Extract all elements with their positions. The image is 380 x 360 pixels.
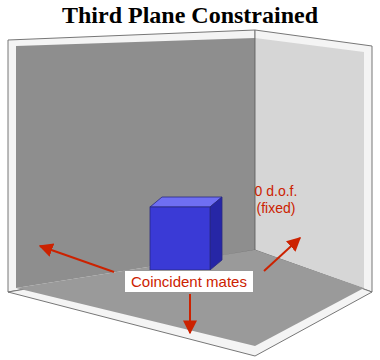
callout-text: Coincident mates bbox=[131, 273, 247, 290]
left-wall-face bbox=[16, 38, 255, 288]
left-wall bbox=[8, 30, 255, 292]
cube-front bbox=[150, 207, 210, 270]
corner-edge bbox=[255, 38, 256, 250]
annotation-label: 0 d.o.f. (fixed) bbox=[241, 183, 311, 217]
cube-side bbox=[210, 197, 222, 270]
callout-arrow bbox=[264, 238, 300, 271]
callout-arrow bbox=[189, 294, 191, 333]
callout-arrow bbox=[40, 246, 114, 272]
right-wall bbox=[255, 30, 372, 292]
slide-title: Third Plane Constrained bbox=[62, 2, 318, 29]
right-wall-face bbox=[255, 38, 364, 288]
callout-box: Coincident mates bbox=[124, 270, 254, 293]
